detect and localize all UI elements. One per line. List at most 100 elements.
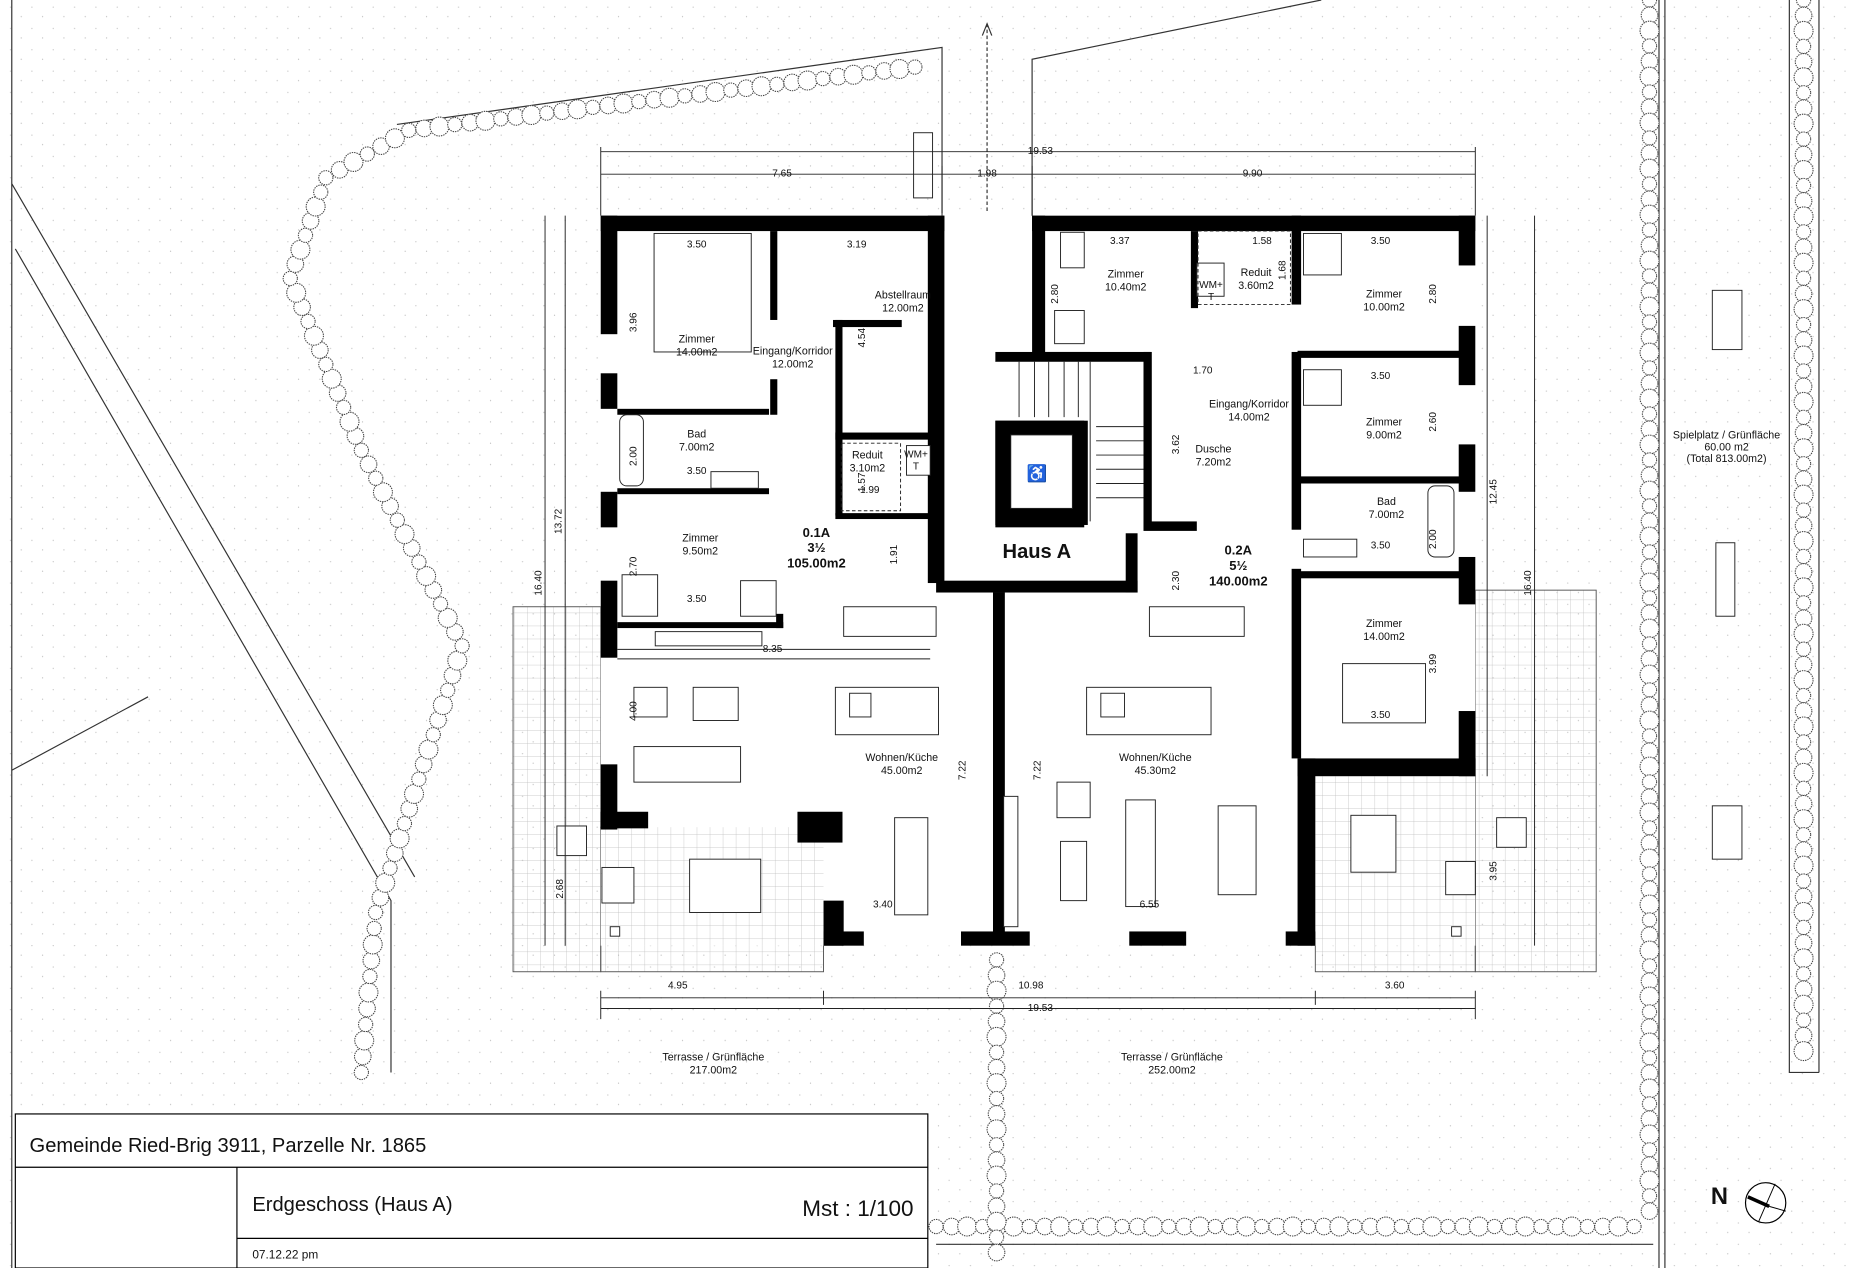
dim-r-room3-w: 3.50: [1371, 371, 1391, 382]
hedge-shrub: [1793, 252, 1814, 273]
hedge-shrub: [723, 82, 739, 98]
hedge-shrub: [1793, 20, 1814, 41]
dim-right-inner: 12.45: [1489, 479, 1500, 505]
room-area: 7.00m2: [679, 441, 715, 453]
room-name: Bad: [1377, 496, 1396, 508]
hedge-shrub: [986, 1211, 1007, 1232]
hedge-shrub: [875, 62, 894, 80]
hedge-shrub: [1793, 855, 1814, 876]
hedge-shrub: [447, 116, 463, 133]
hedge-shrub: [1640, 466, 1659, 485]
dim-r-corr: 2.30: [1171, 570, 1182, 590]
unit-0-1a: 0.1A 3½ 105.00m2: [787, 525, 846, 571]
hedge-shrub: [631, 93, 647, 110]
room-name: Zimmer: [1108, 268, 1145, 280]
dim-r-reduit-h: 1.68: [1278, 260, 1289, 280]
hedge-shrub: [366, 920, 382, 937]
hedge-shrub: [1236, 1216, 1257, 1237]
hedge-shrub: [1640, 98, 1659, 117]
hedge-shrub: [353, 1064, 370, 1081]
plan-labels: 19.53 7.65 1.98 9.90 19.53 4.95 10.98 3.…: [533, 146, 1780, 1077]
hedge-shrub: [321, 368, 342, 389]
hedge-shrub: [354, 1030, 375, 1051]
hedge-shrub: [1068, 1218, 1084, 1235]
hedge-shrub: [1794, 516, 1813, 535]
dim-top-left: 7.65: [772, 169, 792, 180]
hedge-shrub: [418, 739, 439, 760]
hedge-shrub: [907, 59, 923, 75]
hedge-shrub: [1639, 434, 1660, 455]
hedge-shrub: [1640, 1110, 1659, 1129]
hedge-shrub: [357, 1016, 374, 1033]
hedge-shrub: [1795, 363, 1812, 379]
hedge-shrub: [1393, 1218, 1410, 1235]
hedge-shrub: [1793, 577, 1814, 598]
dim-store-h: 4.54: [857, 328, 868, 348]
hedge-shrub: [1794, 563, 1813, 581]
room-area: 14.00m2: [676, 347, 718, 359]
hedge-shrub: [362, 934, 383, 955]
hedge-shrub: [1639, 1078, 1660, 1099]
hedge-shrub: [1254, 1218, 1270, 1235]
hedge-shrub: [585, 99, 601, 115]
hedge-shrub: [1794, 887, 1813, 906]
hedge-shrub: [1794, 331, 1813, 349]
dim-terrace-right: 3.95: [1489, 861, 1500, 881]
hedge-shrub: [1794, 748, 1813, 767]
hedge-shrub: [1329, 1216, 1350, 1237]
unit-0-2a: 0.2A 5½ 140.00m2: [1209, 543, 1268, 589]
hedge-shrub: [461, 113, 479, 132]
hedge-shrub: [1795, 224, 1812, 240]
hedge-shrub: [286, 282, 307, 303]
hedge-shrub: [1641, 498, 1658, 514]
hedge-shrub: [1640, 512, 1659, 531]
hedge-shrub: [297, 227, 314, 243]
hedge-shrub: [1795, 131, 1812, 147]
title-block: Gemeinde Ried-Brig 3911, Parzelle Nr. 18…: [14, 1113, 929, 1268]
hedge-shrub: [1640, 880, 1659, 899]
room-name: Eingang/Korridor: [753, 345, 833, 357]
hedge-shrub: [1794, 934, 1813, 952]
hedge-shrub: [1639, 250, 1660, 271]
hedge-shrub: [339, 411, 360, 432]
dim-r-room3-h: 2.60: [1428, 412, 1439, 432]
room-area: 7.20m2: [1196, 457, 1232, 469]
hedge-shrub: [1640, 558, 1659, 577]
hedge-shrub: [1639, 342, 1660, 363]
hedge-shrub: [1794, 1026, 1813, 1045]
unit-rooms: 3½: [807, 540, 825, 555]
room-name: Eingang/Korridor: [1209, 399, 1289, 411]
hedge-shrub: [1533, 1218, 1549, 1235]
hedge-shrub: [987, 966, 1006, 985]
hedge-shrub: [705, 82, 726, 103]
property-lines: [11, 0, 1820, 1268]
room-name: Zimmer: [1366, 416, 1403, 428]
unit-rooms: 5½: [1229, 558, 1247, 573]
hedge-shrub: [359, 146, 375, 162]
hedge-shrub: [1641, 1004, 1658, 1020]
hedge-shrub: [1639, 664, 1660, 685]
hedge-shrub: [988, 1090, 1005, 1107]
dim-terrace-left: 2.68: [555, 879, 566, 899]
hedge-shrub: [987, 1151, 1006, 1169]
hedge-shrub: [1640, 604, 1659, 623]
room-area: 45.00m2: [881, 765, 923, 777]
hedge-shrub: [1793, 530, 1814, 552]
hedge-shrub: [1794, 980, 1813, 999]
area-size: 60.00 m2: [1704, 441, 1749, 453]
unit-id: 0.2A: [1225, 543, 1253, 558]
hedge-shrub: [290, 239, 311, 260]
hedge-shrub: [1639, 802, 1660, 823]
hedge-shrub: [1795, 0, 1812, 8]
hedge-shrub: [1207, 1218, 1223, 1235]
furniture: [556, 230, 1743, 937]
hedge-shrub: [1793, 113, 1814, 134]
hedge-shrub: [1639, 526, 1660, 547]
hedge-shrub: [1639, 710, 1660, 731]
hedge-shrub: [440, 682, 456, 698]
